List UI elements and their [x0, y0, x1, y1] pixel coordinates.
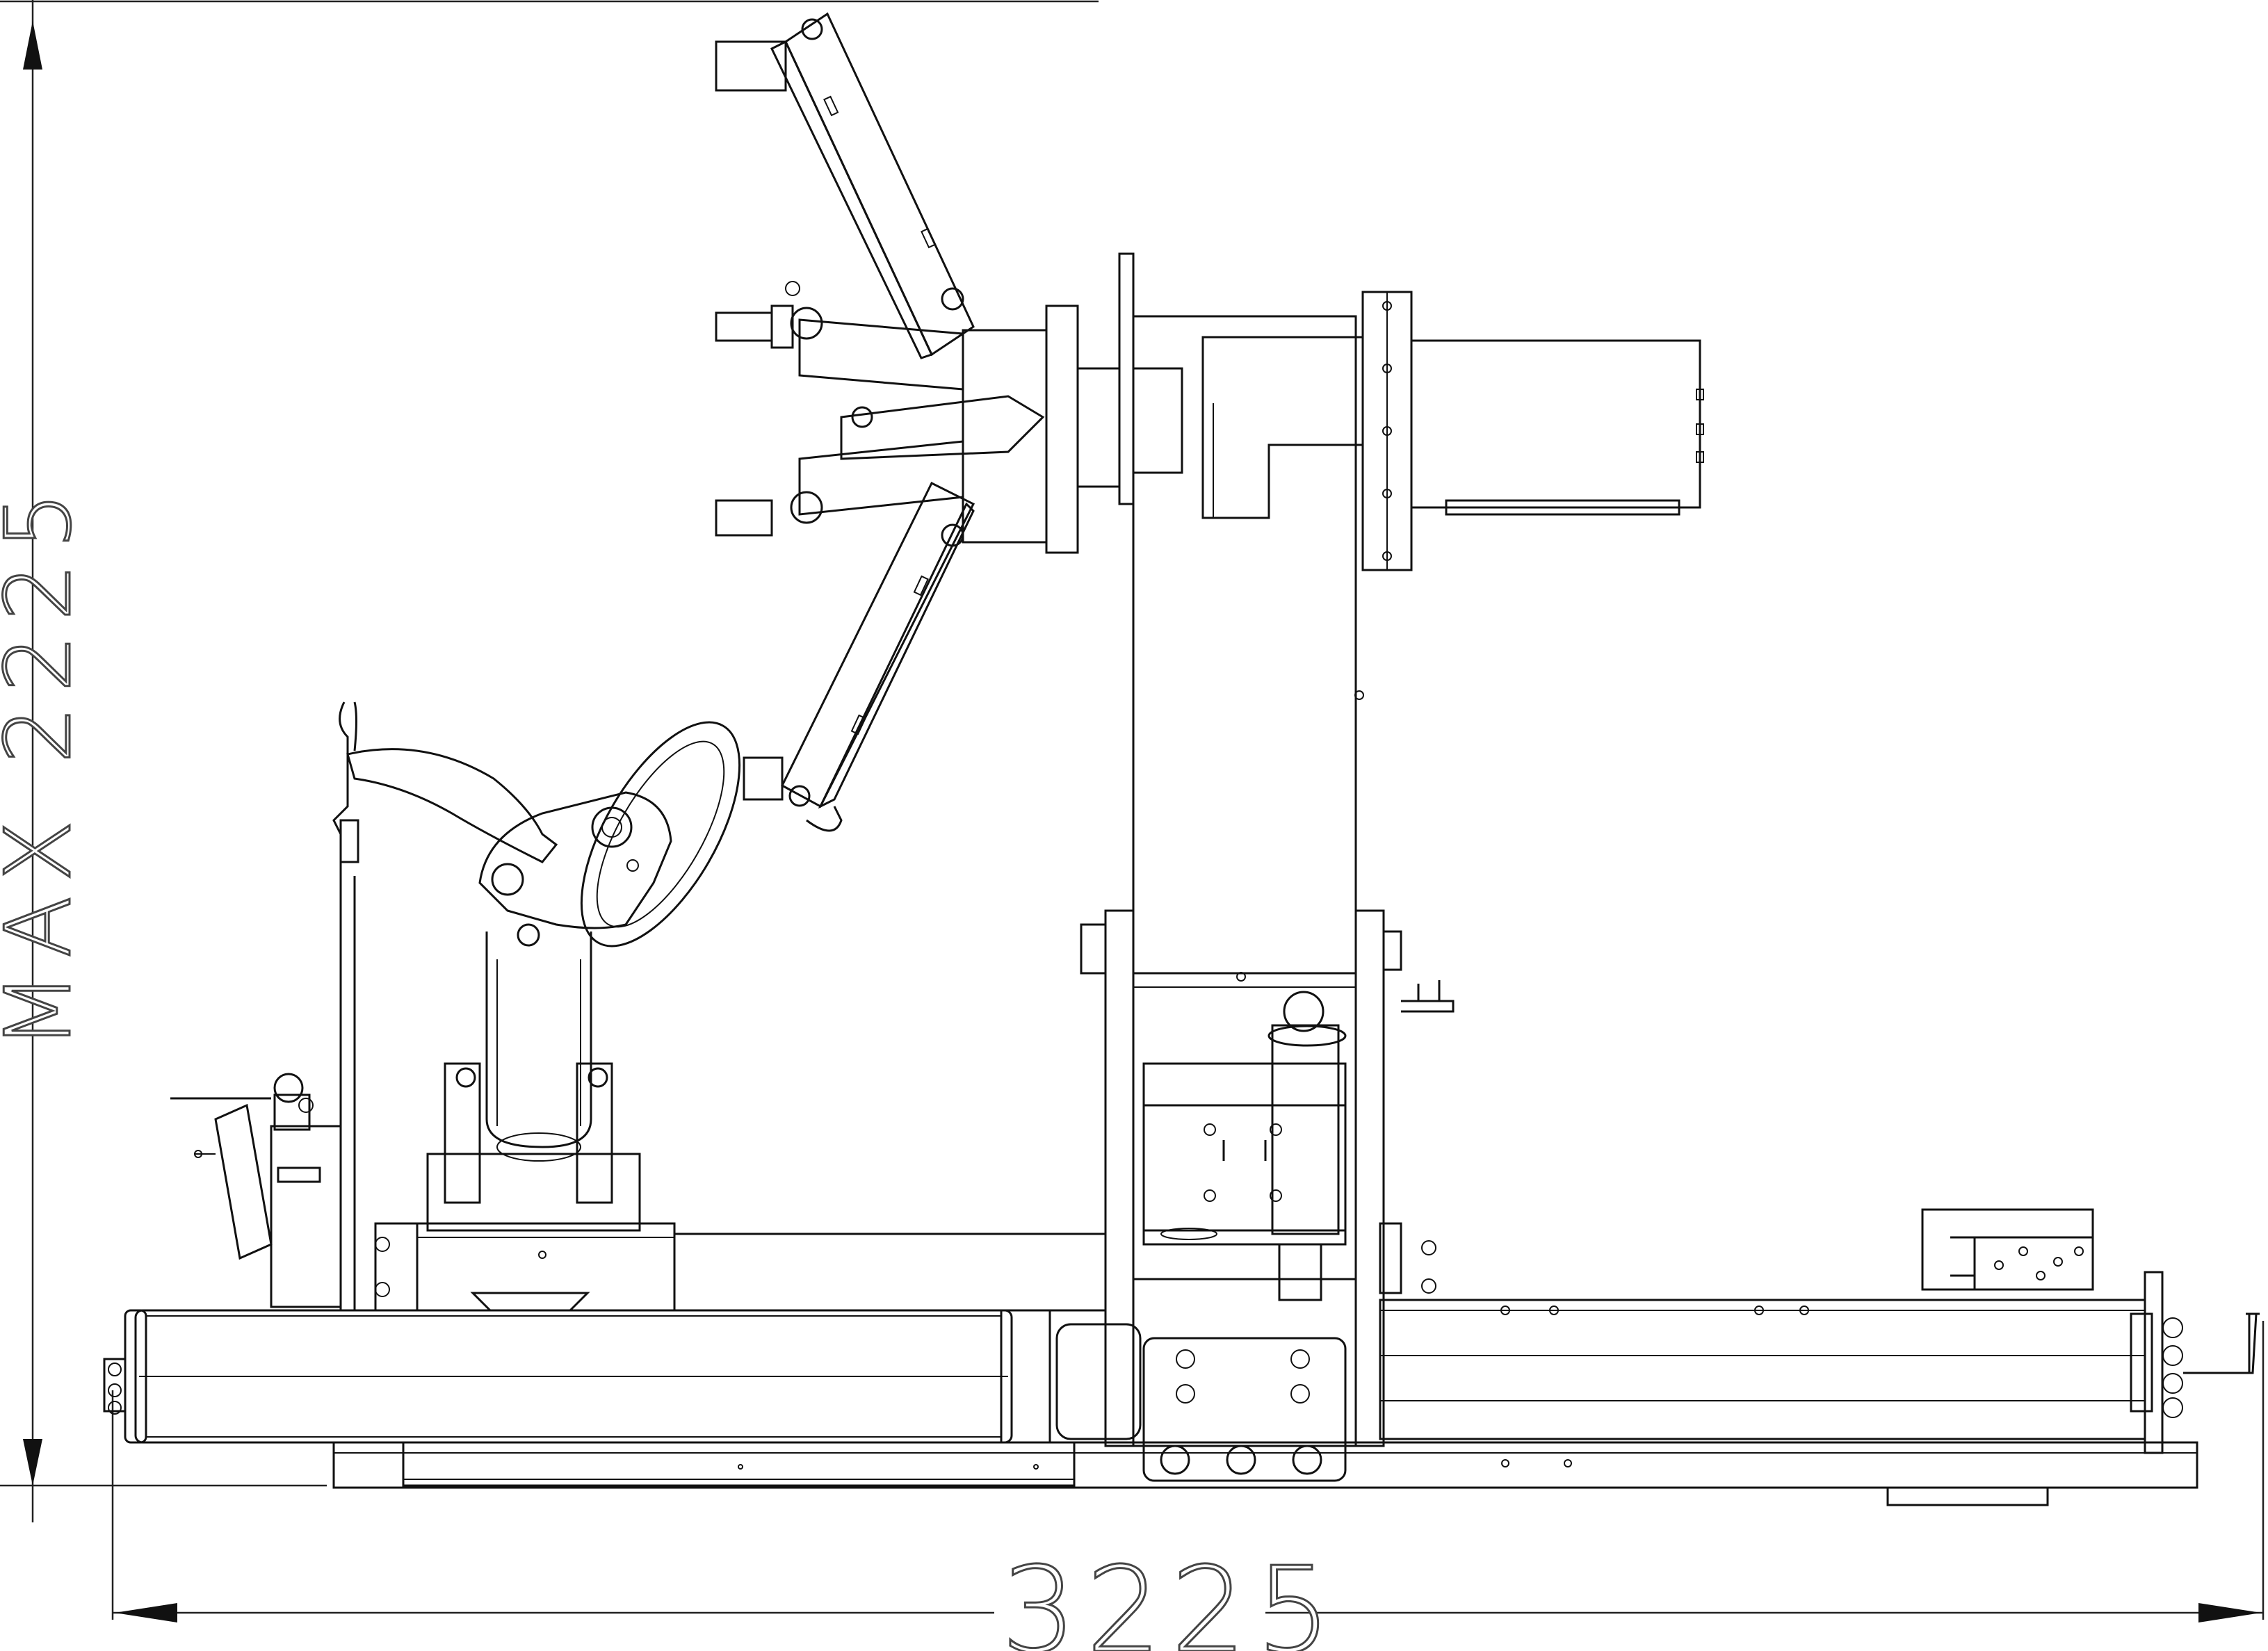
width-dimension-label: 3225	[1001, 1542, 1341, 1651]
carriage-plate	[1142, 1337, 1347, 1482]
arrow-down-icon	[23, 1439, 42, 1486]
arrow-left-icon	[115, 1603, 177, 1622]
upper-clamp-arm	[715, 12, 975, 391]
arrow-right-icon	[2198, 1603, 2261, 1622]
chuck-hub	[962, 304, 1121, 554]
height-dimension-label: MAX 2225	[0, 478, 91, 1050]
hydraulic-block	[1921, 1208, 2094, 1291]
chuck-motor	[1201, 291, 1704, 571]
control-pedestal	[170, 1073, 342, 1308]
central-column	[1080, 252, 1455, 1447]
arrow-up-icon	[23, 21, 42, 70]
lower-clamp-arm	[715, 395, 1045, 832]
height-dimension: MAX 2225	[0, 0, 1099, 1522]
tool-arm	[332, 701, 741, 1310]
right-slide-cylinder	[1379, 1271, 2260, 1454]
base-frame	[332, 1441, 2198, 1506]
left-slide-cylinder	[103, 1309, 1142, 1444]
width-dimension: 3225	[111, 1321, 2265, 1651]
tool-cylinder	[374, 932, 1107, 1312]
tool-holder	[1142, 991, 1347, 1301]
